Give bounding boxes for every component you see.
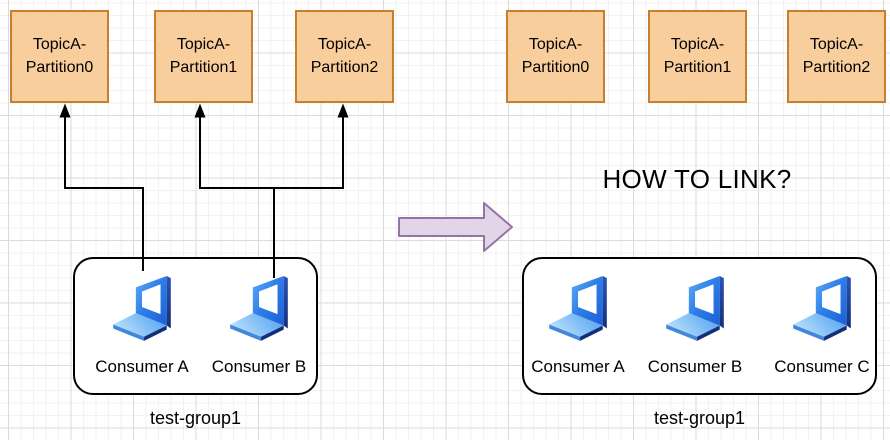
transform-arrow-icon (398, 202, 513, 252)
partition-box-after-1: TopicA- Partition1 (648, 10, 747, 103)
connector-consumerA-partition0 (64, 115, 144, 271)
partition-label: TopicA- Partition0 (25, 36, 94, 76)
consumer-a-before: Consumer A (90, 274, 194, 389)
partition-box-after-2: TopicA- Partition2 (787, 10, 886, 103)
partition-label: TopicA- Partition2 (310, 36, 379, 76)
laptop-icon (662, 274, 728, 344)
consumer-label: Consumer B (647, 357, 743, 376)
laptop-icon (789, 274, 855, 344)
consumer-label: Consumer B (211, 357, 307, 376)
laptop-icon (226, 274, 292, 344)
consumer-group-box-after: Consumer A Consumer B Consumer C (522, 257, 877, 395)
partition-label: TopicA- Partition1 (169, 36, 238, 76)
consumer-label: Consumer A (531, 357, 625, 376)
partition-box-before-2: TopicA- Partition2 (295, 10, 394, 103)
arrowhead-up-icon (59, 103, 71, 118)
partition-box-after-0: TopicA- Partition0 (506, 10, 605, 103)
partition-label: TopicA- Partition2 (802, 36, 871, 76)
partition-box-before-1: TopicA- Partition1 (154, 10, 253, 103)
consumer-b-after: Consumer B (643, 274, 747, 389)
consumer-a-after: Consumer A (526, 274, 630, 389)
consumer-b-before: Consumer B (207, 274, 311, 389)
consumer-group-box-before: Consumer A Consumer B (73, 257, 318, 395)
group-label-before: test-group1 (149, 408, 242, 428)
consumer-label: Consumer A (95, 357, 189, 376)
laptop-icon (545, 274, 611, 344)
partition-box-before-0: TopicA- Partition0 (10, 10, 109, 103)
question-heading: HOW TO LINK? (602, 164, 792, 194)
connector-consumerB-partitions (199, 115, 344, 189)
partition-label: TopicA- Partition0 (521, 36, 590, 76)
group-label-after: test-group1 (653, 408, 746, 428)
laptop-icon (109, 274, 175, 344)
arrowhead-up-icon (194, 103, 206, 118)
arrowhead-up-icon (337, 103, 349, 118)
consumer-label: Consumer C (774, 357, 870, 376)
consumer-c-after: Consumer C (770, 274, 874, 389)
partition-label: TopicA- Partition1 (663, 36, 732, 76)
